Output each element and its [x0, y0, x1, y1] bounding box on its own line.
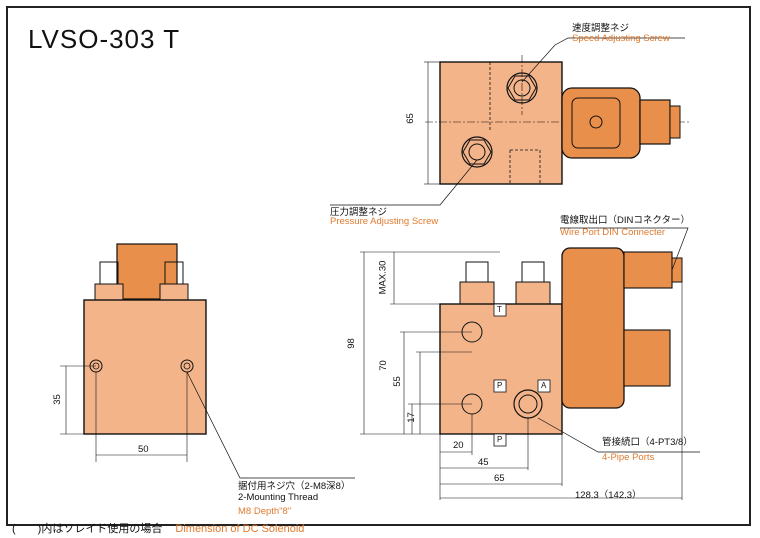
- dim-128: 128.3（142.3）: [575, 490, 642, 501]
- dim-98: 98: [345, 338, 357, 349]
- footer-note: ( )内はソレイド使用の場合 Dimension of DC Solenoid: [12, 520, 304, 536]
- pipe-port-label-jp: 管接続口（4-PT3/8）: [602, 437, 693, 448]
- side-view-body: [83, 299, 207, 435]
- port-t-label: T: [497, 305, 502, 314]
- mounting-thread-label-en: 2-Mounting Thread: [238, 492, 319, 503]
- speed-screw-label-en: Speed Adjusting Screw: [572, 33, 670, 44]
- dim-left-50: 50: [138, 444, 149, 455]
- dim-20: 20: [453, 440, 464, 451]
- dim-55: 55: [391, 376, 403, 387]
- pressure-screw-nut: [461, 136, 493, 168]
- side-view-solenoid: [116, 243, 178, 300]
- dim-17: 17: [405, 412, 417, 423]
- model-title: LVSO-303 T: [28, 24, 181, 54]
- dim-top-65: 65: [404, 113, 416, 124]
- pressure-screw-label-jp: 圧力調整ネジ: [330, 207, 388, 218]
- dim-70: 70: [377, 360, 389, 371]
- footer-note-en: Dimension of DC Solenoid: [175, 523, 305, 535]
- wire-port-label-jp: 電線取出口（DINコネクター）: [560, 215, 690, 226]
- port-p-bottom-label: P: [497, 435, 503, 444]
- side-view: [60, 243, 207, 462]
- top-view-body: [439, 61, 563, 185]
- drawing-frame: [6, 6, 751, 526]
- port-p-label: P: [497, 381, 503, 390]
- front-solenoid-body: [561, 247, 625, 409]
- wire-port-label-en: Wire Port DIN Connecter: [560, 227, 666, 238]
- front-view: [360, 247, 683, 500]
- pipe-port-label-en: 4-Pipe Ports: [602, 452, 655, 463]
- top-view: [424, 55, 690, 185]
- speed-screw-label-jp: 速度調整ネジ: [572, 23, 630, 34]
- dim-45: 45: [478, 457, 489, 468]
- dim-left-35: 35: [51, 394, 63, 405]
- pressure-screw-label-en: Pressure Adjusting Screw: [330, 216, 439, 227]
- speed-screw-nut: [506, 72, 538, 104]
- footer-note-jp: ( )内はソレイド使用の場合: [12, 523, 163, 535]
- mounting-thread-label-jp: 据付用ネジ穴（2-M8深8）: [238, 481, 351, 492]
- front-view-body: [439, 303, 563, 435]
- port-a-label: A: [541, 381, 547, 390]
- dim-65: 65: [494, 473, 505, 484]
- mounting-depth-label-en: M8 Depth"8": [238, 506, 292, 517]
- dim-max30: MAX.30: [377, 260, 389, 295]
